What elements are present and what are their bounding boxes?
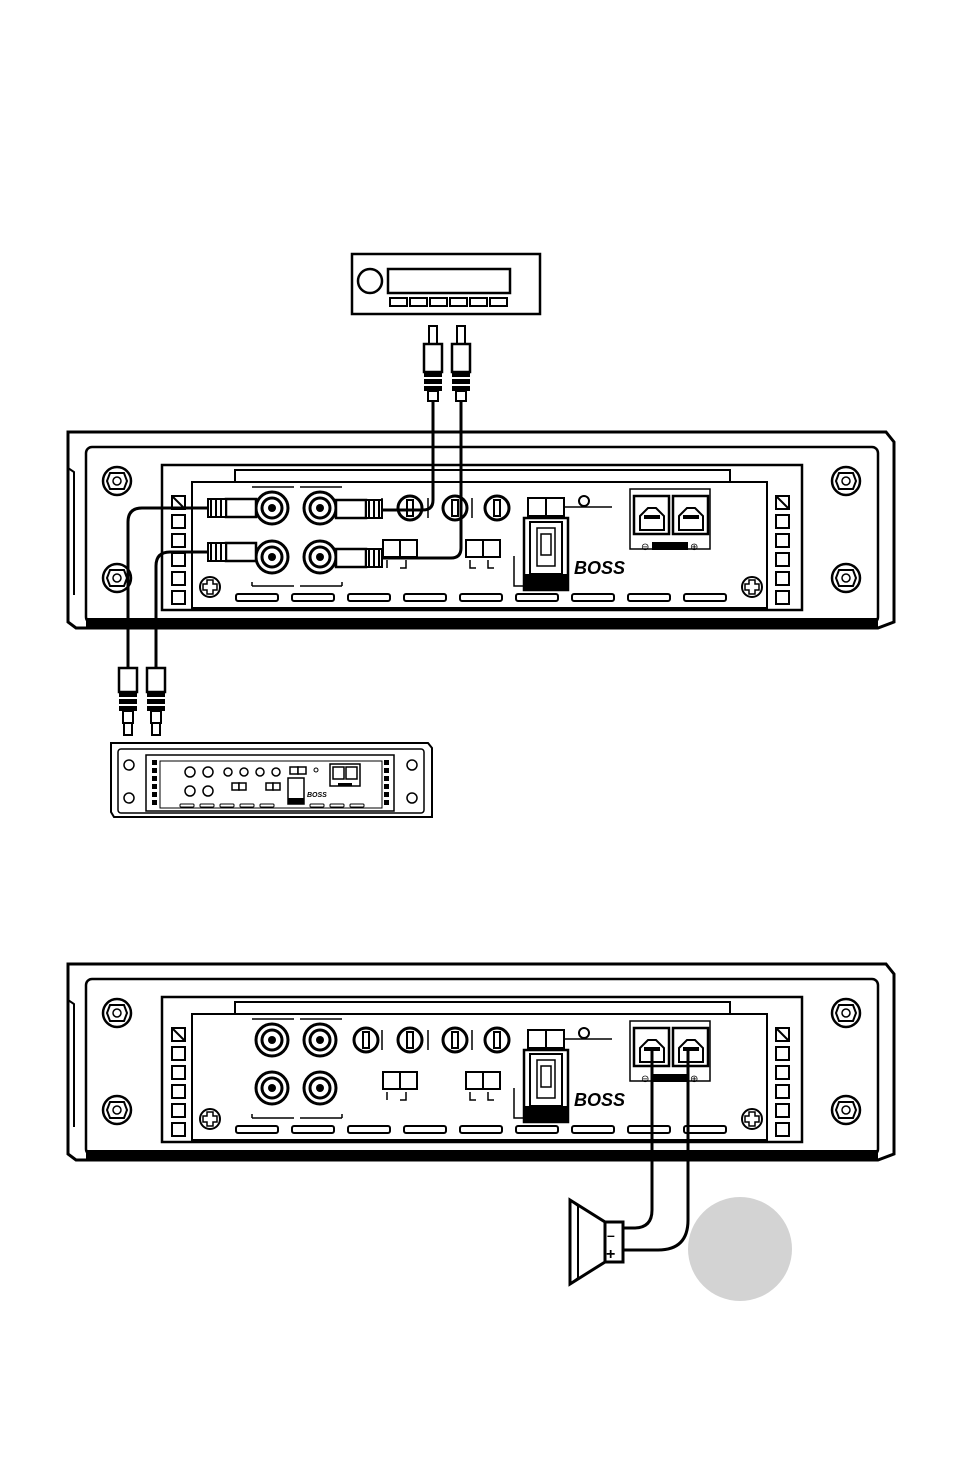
speaker-negative-label: – [607,1227,615,1243]
speaker-icon: – + [570,1200,623,1284]
bottom-amplifier: BOSS ⊖ ⊕ [68,964,894,1160]
brand-logo-bottom: BOSS [574,1090,625,1110]
brand-logo-small: BOSS [307,792,327,799]
head-unit [352,254,540,314]
slave-amplifier: BOSS [111,743,432,817]
terminal-negative-mark: ⊖ [641,542,649,553]
terminal-positive-mark-bottom: ⊕ [690,1074,698,1085]
rca-plug-icon [119,668,165,735]
badge-circle [688,1197,792,1301]
rca-plug-icon [424,326,470,401]
terminal-negative-mark-bottom: ⊖ [641,1074,649,1085]
brand-logo: BOSS [574,558,625,578]
main-amplifier: BOSS ⊖ ⊕ [68,432,894,628]
speaker-positive-label: + [606,1246,615,1263]
terminal-positive-mark: ⊕ [690,542,698,553]
